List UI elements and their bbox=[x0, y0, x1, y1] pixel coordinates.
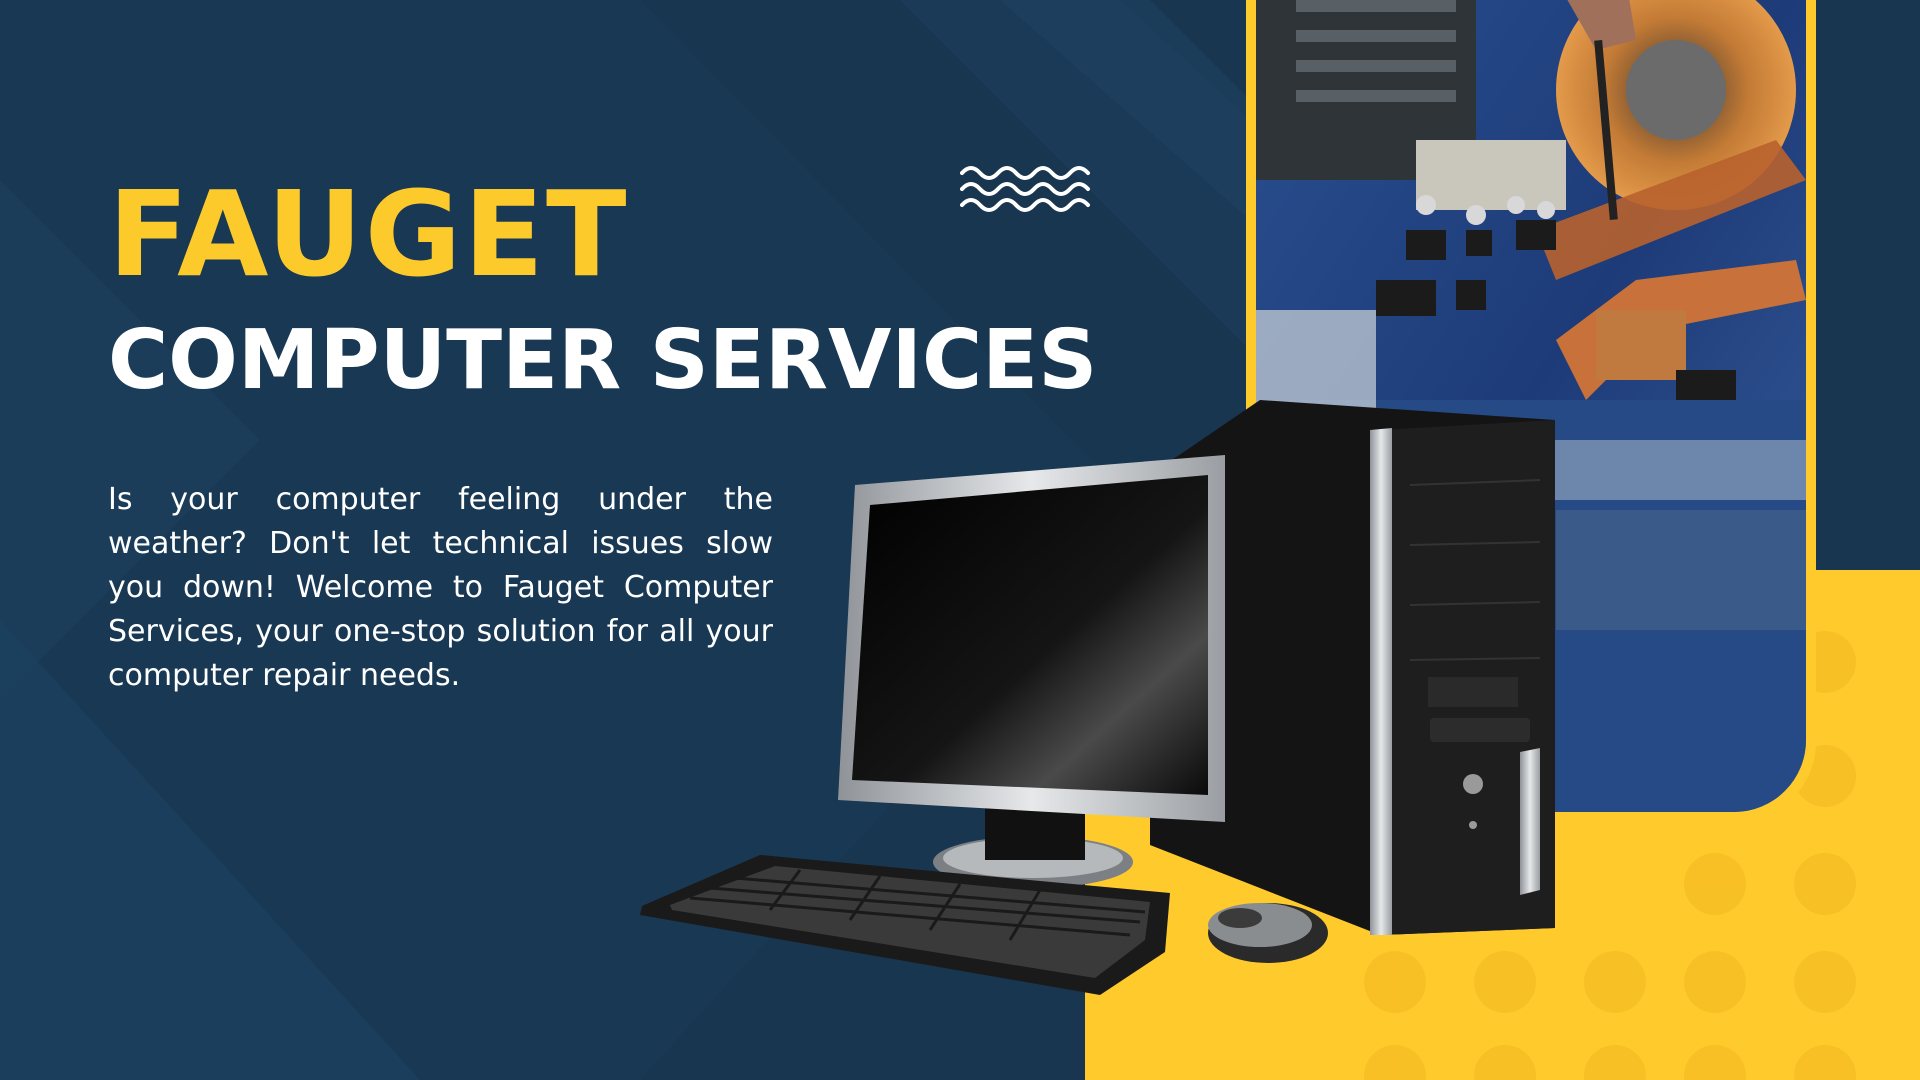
wave-lines-icon bbox=[960, 166, 1090, 212]
page-subtitle: COMPUTER SERVICES bbox=[108, 313, 1098, 408]
intro-paragraph: Is your computer feeling under the weath… bbox=[108, 482, 773, 693]
brand-title: FAUGET bbox=[108, 165, 629, 303]
